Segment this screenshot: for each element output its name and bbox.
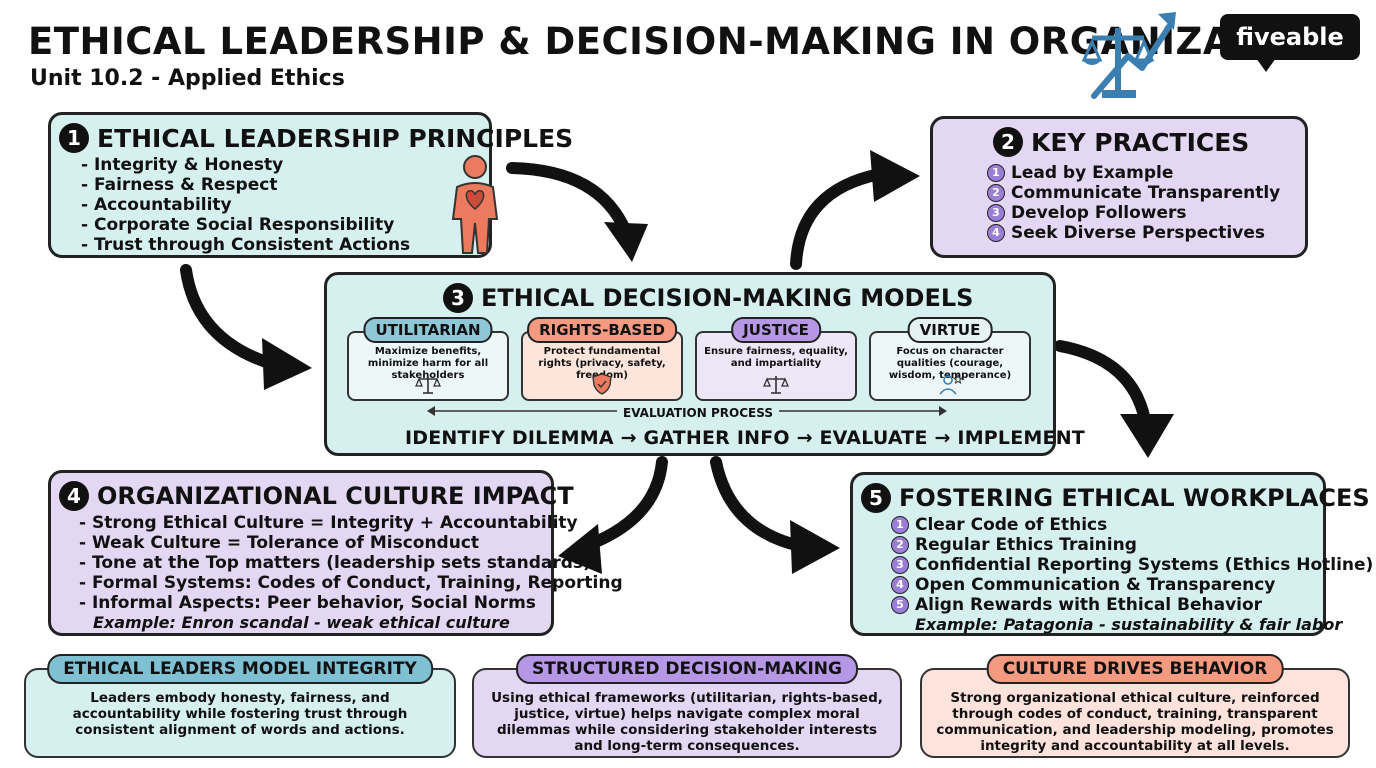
arrow-1-to-3 [506,162,632,238]
model-label: RIGHTS-BASED [527,317,677,343]
workplaces-title: FOSTERING ETHICAL WORKPLACES [899,484,1370,512]
models-header: 3 ETHICAL DECISION-MAKING MODELS [443,283,973,313]
culture-panel: 4 ORGANIZATIONAL CULTURE IMPACT Strong E… [48,470,623,636]
culture-title: ORGANIZATIONAL CULTURE IMPACT [97,482,574,510]
arrow-3-to-5 [1054,340,1152,432]
principles-header: 1 ETHICAL LEADERSHIP PRINCIPLES [59,123,573,153]
principles-panel: 1 ETHICAL LEADERSHIP PRINCIPLES Integrit… [48,112,573,258]
page-subtitle: Unit 10.2 - Applied Ethics [30,66,345,91]
process-step: IDENTIFY DILEMMA [405,427,614,449]
process-steps: IDENTIFY DILEMMA → GATHER INFO → EVALUAT… [405,427,1085,449]
list-item: Accountability [81,195,410,215]
list-item: Tone at the Top matters (leadership sets… [79,553,623,573]
culture-example: Example: Enron scandal - weak ethical cu… [93,613,510,632]
evaluation-label: EVALUATION PROCESS [617,406,779,420]
culture-header: 4 ORGANIZATIONAL CULTURE IMPACT [59,481,574,511]
list-item: Strong Ethical Culture = Integrity + Acc… [79,513,623,533]
models-panel: 3 ETHICAL DECISION-MAKING MODELS UTILITA… [324,272,1085,456]
summary-text: Leaders embody honesty, fairness, and ac… [72,690,408,738]
model-label: UTILITARIAN [363,317,493,343]
shield-icon [592,373,612,395]
arrow-3-to-5b [710,456,806,552]
scale-growth-icon [1081,12,1176,99]
culture-list: Strong Ethical Culture = Integrity + Acc… [79,513,623,613]
model-description: Ensure fairness, equality, and impartial… [704,346,848,369]
process-step: GATHER INFO [643,427,790,449]
summary-card-integrity: ETHICAL LEADERS MODEL INTEGRITY Leaders … [24,654,456,758]
summary-label: STRUCTURED DECISION-MAKING [516,654,858,684]
models-title: ETHICAL DECISION-MAKING MODELS [481,284,974,312]
summary-card-decision-making: STRUCTURED DECISION-MAKING Using ethical… [472,654,902,758]
principles-title: ETHICAL LEADERSHIP PRINCIPLES [97,123,574,153]
arrow-right-icon: → [620,427,644,449]
person-star-icon [939,373,963,395]
principles-list: Integrity & Honesty Fairness & Respect A… [81,155,410,255]
fiveable-logo: fiveable [1220,14,1360,72]
summary-text: Using ethical frameworks (utilitarian, r… [491,690,883,754]
step-number-badge: 3 [443,283,473,313]
model-description: Maximize benefits, minimize harm for all… [367,346,489,381]
summary-text: Strong organizational ethical culture, r… [936,690,1334,754]
list-item: Integrity & Honesty [81,155,410,175]
step-number-badge: 5 [861,483,891,513]
step-number-badge: 4 [59,481,89,511]
process-step: IMPLEMENT [957,427,1085,449]
summary-label: CULTURE DRIVES BEHAVIOR [986,654,1284,684]
list-item: Formal Systems: Codes of Conduct, Traini… [79,573,623,593]
model-label: VIRTUE [907,317,993,343]
scale-icon [415,376,441,394]
model-card-virtue: VIRTUE Focus on character qualities (cou… [869,317,1031,401]
list-item: Weak Culture = Tolerance of Misconduct [79,533,623,553]
arrow-3-to-2 [790,168,886,270]
model-label: JUSTICE [731,317,821,343]
process-step: EVALUATE [819,427,928,449]
practices-header: 2 KEY PRACTICES [993,127,1249,157]
list-item: Fairness & Respect [81,175,410,195]
summary-card-culture: CULTURE DRIVES BEHAVIOR Strong organizat… [920,654,1350,758]
workplaces-header: 5 FOSTERING ETHICAL WORKPLACES [861,483,1370,513]
arrow-right-icon: → [934,427,958,449]
workplaces-example: Example: Patagonia - sustainability & fa… [915,615,1343,634]
model-card-justice: JUSTICE Ensure fairness, equality, and i… [695,317,857,401]
step-number-badge: 1 [59,123,89,153]
step-number-badge: 2 [993,127,1023,157]
arrow-right-icon: → [796,427,820,449]
person-heart-icon [451,155,499,254]
list-item: Corporate Social Responsibility [81,215,410,235]
arrow-1-down [180,264,278,370]
list-item: Trust through Consistent Actions [81,235,410,255]
summary-label: ETHICAL LEADERS MODEL INTEGRITY [47,654,433,684]
scale-icon [763,376,789,394]
model-card-utilitarian: UTILITARIAN Maximize benefits, minimize … [347,317,509,401]
list-item: Informal Aspects: Peer behavior, Social … [79,593,623,613]
model-card-rights-based: RIGHTS-BASED Protect fundamental rights … [521,317,683,401]
practices-title: KEY PRACTICES [1031,127,1250,157]
model-description: Focus on character qualities (courage, w… [888,346,1012,381]
